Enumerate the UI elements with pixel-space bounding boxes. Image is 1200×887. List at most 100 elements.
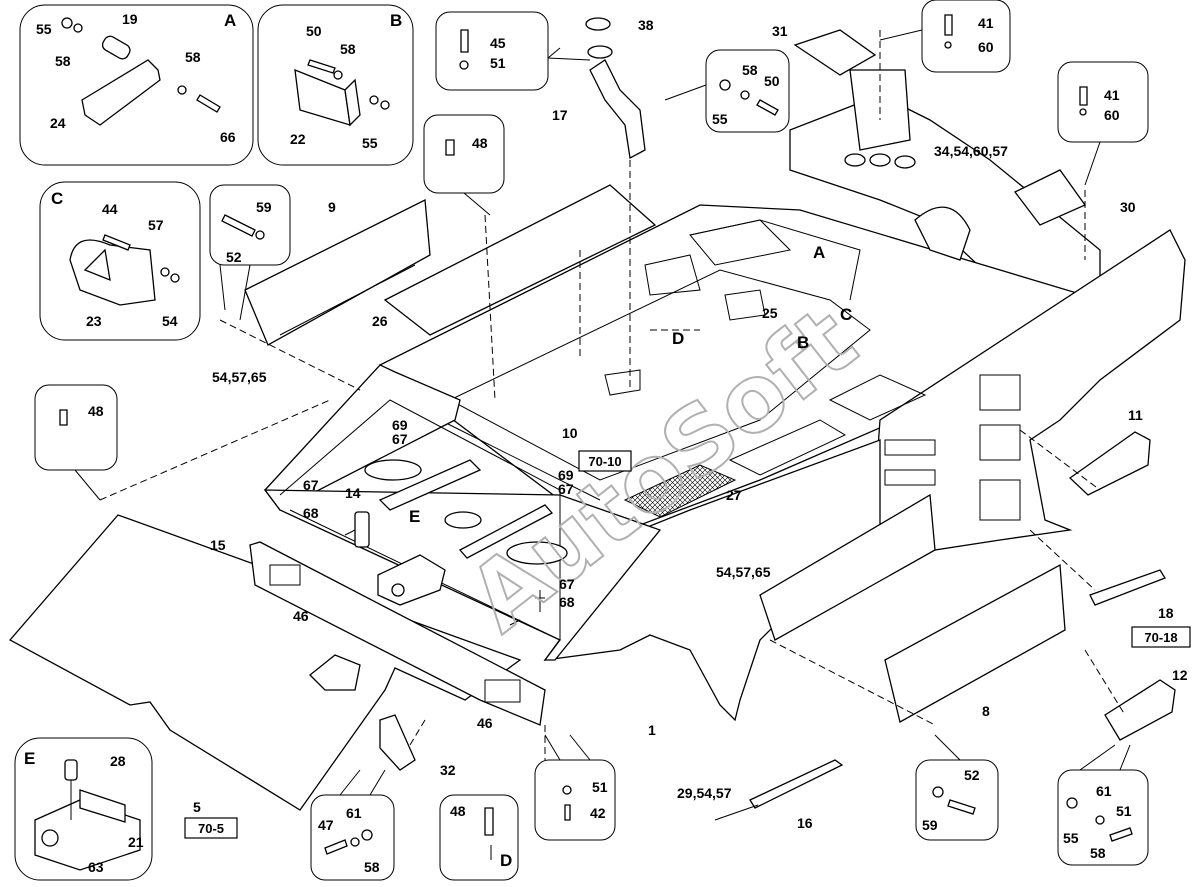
page-ref-box — [1131, 626, 1191, 648]
part-callout: 67 — [559, 576, 575, 592]
assembly-lines — [99, 30, 1126, 760]
view-letter: A — [224, 11, 236, 30]
part-callout: 24 — [50, 115, 66, 131]
part-callout: 38 — [638, 17, 654, 33]
part-callout: 58 — [364, 859, 380, 875]
part-callout: 69 — [558, 467, 574, 483]
part-callout: 14 — [345, 485, 361, 501]
part-callout: 54 — [162, 313, 178, 329]
part-callout: 32 — [440, 762, 456, 778]
view-letter: E — [409, 507, 420, 526]
part-callout: 63 — [88, 859, 104, 875]
part-callout: 67 — [392, 431, 408, 447]
part-callout: 9 — [328, 199, 336, 215]
view-letter: D — [500, 851, 512, 870]
part-callout: 48 — [450, 803, 466, 819]
part-callout: 15 — [210, 537, 226, 553]
part-callout: 52 — [226, 249, 242, 265]
view-letter: B — [390, 11, 402, 30]
part-callout: 11 — [1128, 407, 1143, 423]
part-callout: 28 — [110, 753, 126, 769]
part-callout: 69 — [392, 417, 408, 433]
plate-31 — [793, 29, 877, 76]
part-callout: 19 — [122, 11, 138, 27]
part-callout: 51 — [592, 779, 608, 795]
part-callout: 25 — [762, 305, 778, 321]
part-callout: 18 — [1158, 605, 1174, 621]
detail-bubbles — [14, 0, 1149, 881]
part-callout: 58 — [1090, 845, 1106, 861]
part-callout: 46 — [293, 608, 309, 624]
view-letter: A — [813, 243, 825, 262]
part-callout: 60 — [978, 39, 994, 55]
part-callout: 58 — [55, 53, 71, 69]
part-callout: 58 — [185, 49, 201, 65]
view-letter: C — [840, 305, 852, 324]
part-callout: 47 — [318, 817, 334, 833]
part-callout: 42 — [590, 805, 606, 821]
part-callout: 48 — [88, 403, 104, 419]
part-callout: 41 — [978, 15, 994, 31]
part-callout: 55 — [362, 135, 378, 151]
part-callout: 48 — [472, 135, 488, 151]
pipe-17 — [589, 59, 646, 160]
panel-8 — [884, 563, 1066, 723]
part-callout: 5 — [193, 799, 201, 815]
view-letter: D — [672, 329, 684, 348]
part-callout: 61 — [1096, 783, 1112, 799]
view-letter: B — [797, 333, 809, 352]
page-ref: 70-10 — [588, 454, 621, 469]
part-callout: 55 — [1063, 830, 1079, 846]
panel-9 — [244, 198, 431, 346]
part-callout: 21 — [128, 834, 144, 850]
part-callout: 59 — [256, 199, 272, 215]
part-callout: 46 — [477, 715, 493, 731]
bumper-15 — [249, 541, 546, 726]
part-callout: 68 — [559, 594, 575, 610]
part-callout: 51 — [490, 55, 506, 71]
step-11 — [1068, 431, 1151, 496]
part-callout: 8 — [982, 703, 990, 719]
part-callout: 27 — [726, 487, 742, 503]
part-callout: 23 — [86, 313, 102, 329]
part-callout: 55 — [712, 111, 728, 127]
part-callout: 41 — [1104, 87, 1120, 103]
part-callout: 67 — [303, 477, 319, 493]
plate-26 — [383, 184, 657, 336]
part-callout: 68 — [303, 505, 319, 521]
part-callout: 50 — [306, 23, 322, 39]
part-callout: 31 — [772, 23, 788, 39]
part-callout: 17 — [552, 107, 568, 123]
part-callout: 67 — [558, 481, 574, 497]
view-letter: E — [24, 749, 35, 768]
part-callout: 61 — [346, 805, 362, 821]
part-callout: 10 — [562, 425, 578, 441]
part-callout: 59 — [922, 817, 938, 833]
plate-32 — [379, 714, 416, 771]
part-callout: 58 — [742, 62, 758, 78]
part-callout: 58 — [340, 41, 356, 57]
rail-18 — [1089, 569, 1166, 606]
part-callout: 34,54,60,57 — [934, 143, 1008, 159]
part-callout: 1 — [648, 722, 656, 738]
part-callout: 51 — [1116, 803, 1132, 819]
part-callout: 52 — [964, 767, 980, 783]
part-callout: 16 — [797, 815, 813, 831]
page-ref-box — [184, 817, 238, 839]
step-12 — [1104, 679, 1176, 741]
part-callout: 60 — [1104, 107, 1120, 123]
part-callout: 26 — [372, 313, 388, 329]
part-callout: 44 — [102, 201, 118, 217]
part-callout: 66 — [220, 129, 236, 145]
part-callout: 50 — [764, 73, 780, 89]
part-callout: 57 — [148, 217, 164, 233]
bar-16 — [749, 759, 844, 809]
part-callout: 29,54,57 — [677, 785, 732, 801]
page-ref: 70-5 — [198, 821, 224, 836]
view-letter: C — [51, 189, 63, 208]
exploded-parts — [8, 17, 1176, 821]
part-callout: 45 — [490, 35, 506, 51]
part-callout: 30 — [1120, 199, 1136, 215]
